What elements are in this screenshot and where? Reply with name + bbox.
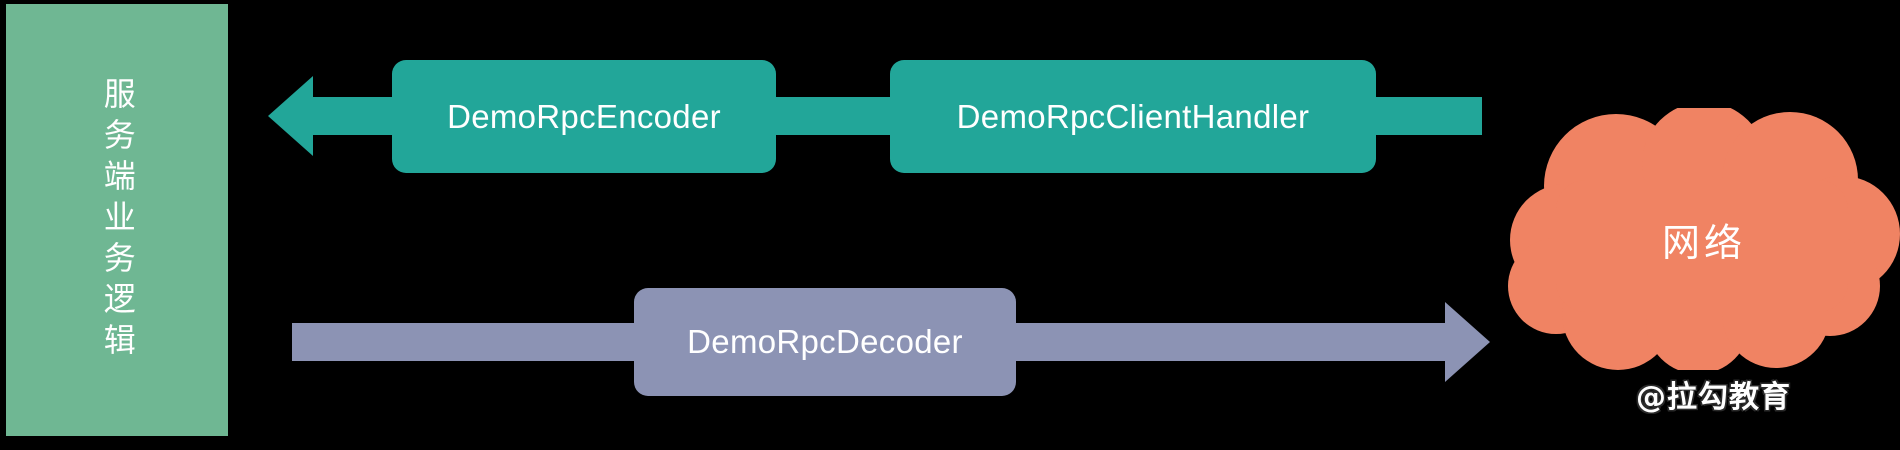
inbound-shaft-segment-2 — [1010, 323, 1447, 361]
server-business-logic-panel: 服务端业务逻辑 — [6, 4, 228, 436]
network-cloud: 网络 — [1508, 108, 1900, 370]
outbound-shaft-segment-2 — [770, 97, 896, 135]
outbound-shaft-segment-1 — [310, 97, 392, 135]
box-demo-rpc-decoder[interactable]: DemoRpcDecoder — [634, 288, 1016, 396]
watermark: @拉勾教育 — [1636, 380, 1791, 415]
inbound-arrowhead-right-icon — [1445, 302, 1490, 382]
outbound-arrowhead-left-icon — [268, 76, 313, 156]
box-demo-rpc-decoder-label: DemoRpcDecoder — [687, 323, 963, 360]
box-demo-rpc-client-handler[interactable]: DemoRpcClientHandler — [890, 60, 1376, 173]
server-panel-label: 服务端业务逻辑 — [98, 76, 137, 364]
box-demo-rpc-encoder[interactable]: DemoRpcEncoder — [392, 60, 776, 173]
cloud-shape-icon — [1508, 108, 1900, 370]
inbound-shaft-segment-1 — [292, 323, 640, 361]
box-demo-rpc-client-handler-label: DemoRpcClientHandler — [956, 97, 1310, 135]
box-demo-rpc-encoder-label: DemoRpcEncoder — [447, 97, 721, 135]
outbound-shaft-segment-3 — [1370, 97, 1482, 135]
